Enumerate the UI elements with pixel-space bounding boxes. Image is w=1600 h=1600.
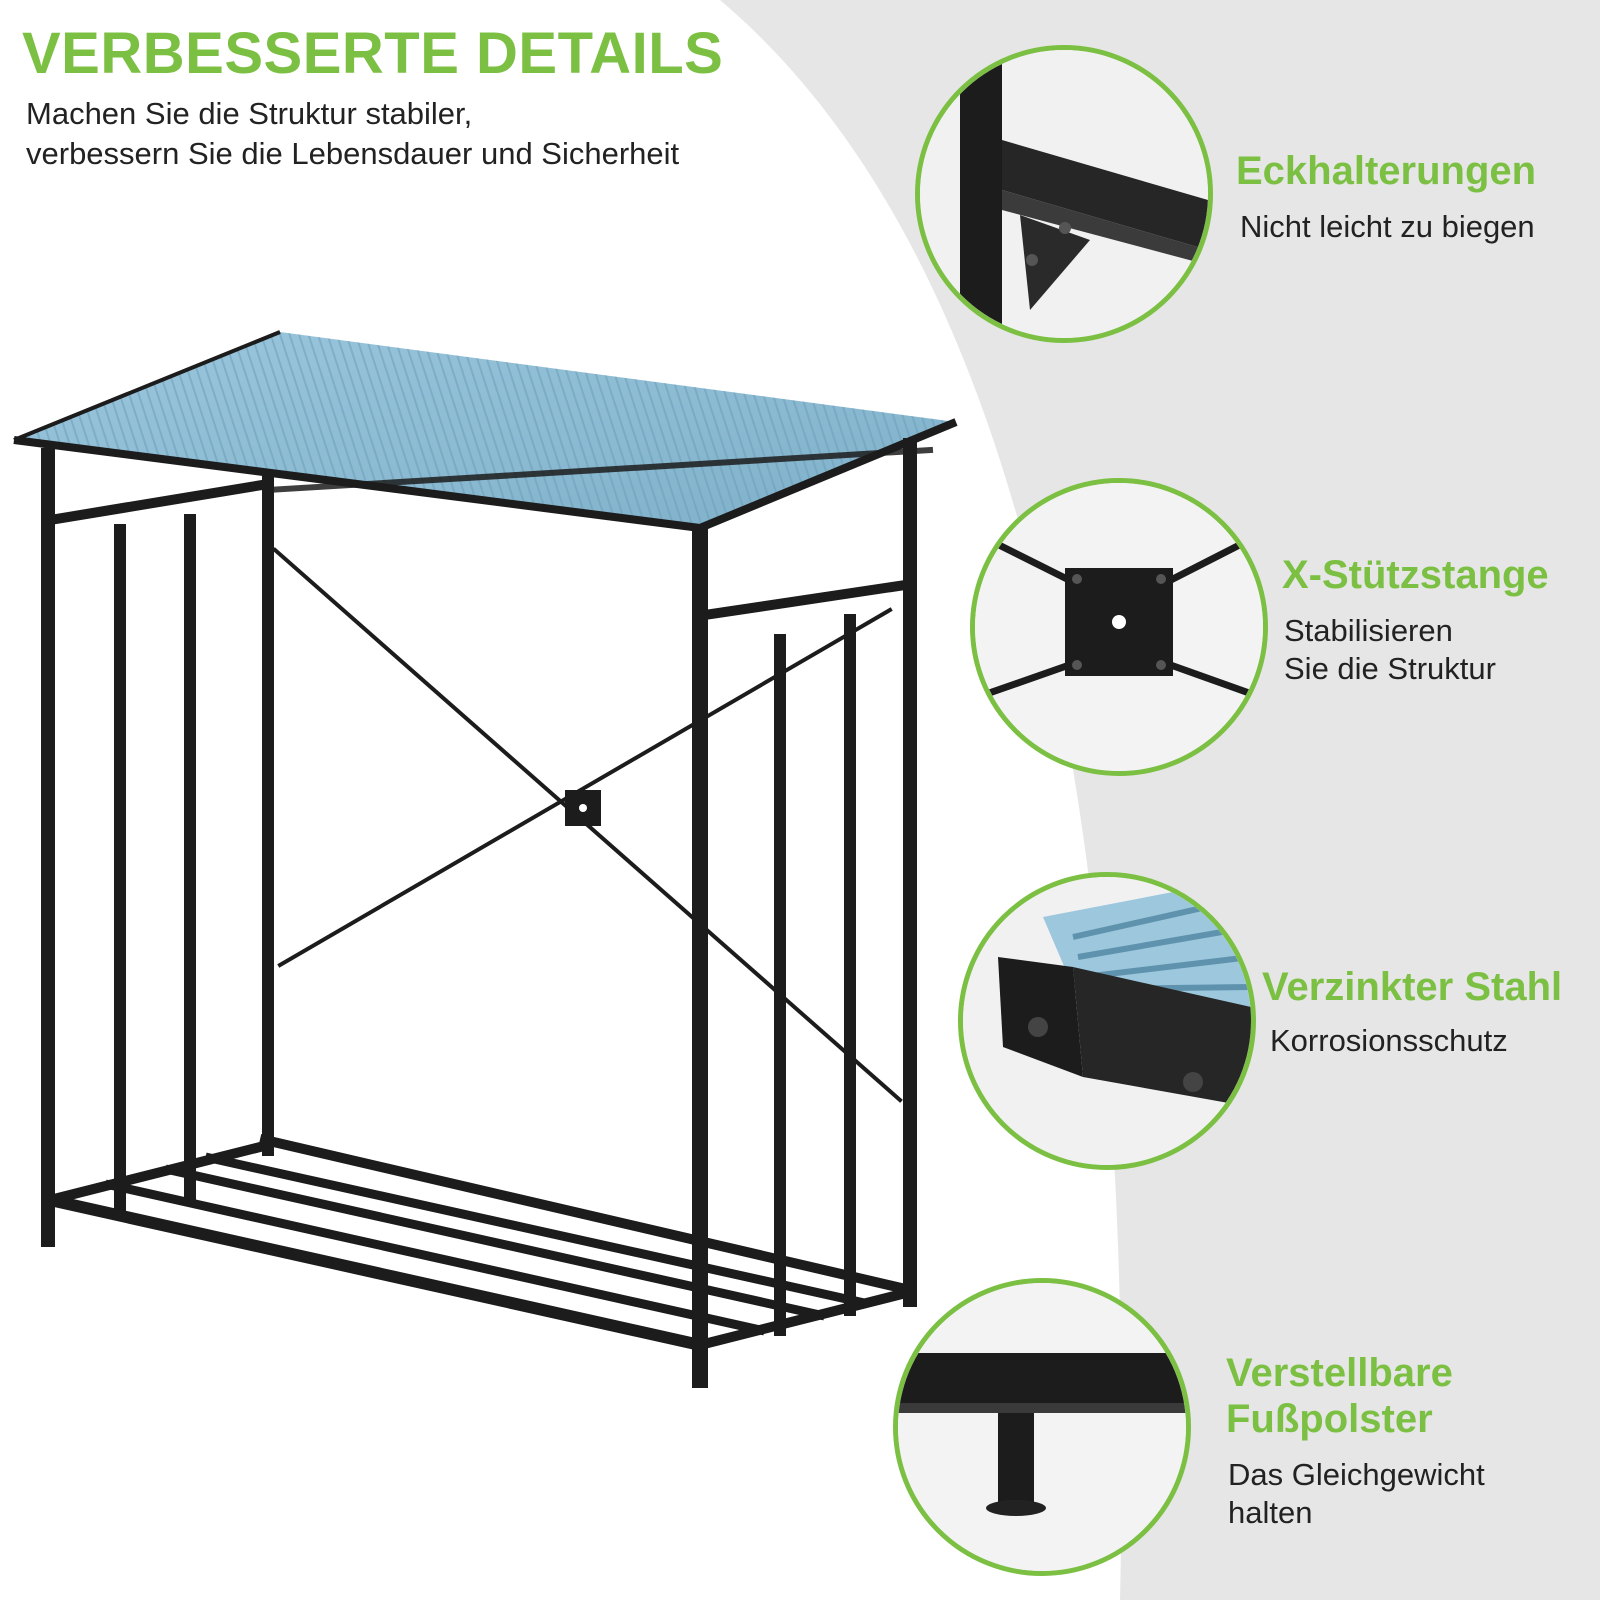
- feature-desc-galvanized-steel: Korrosionsschutz: [1270, 1023, 1508, 1058]
- feature-desc-corner-brackets: Nicht leicht zu biegen: [1240, 209, 1535, 244]
- galvanized-roof-closeup-icon: [958, 872, 1256, 1170]
- feature-title-corner-brackets: Eckhalterungen: [1236, 149, 1537, 193]
- feature-title-galvanized-steel: Verzinkter Stahl: [1262, 965, 1563, 1009]
- feature-desc-adjustable-feet: Das Gleichgewicht halten: [1228, 1457, 1485, 1530]
- subtitle-line-1: Machen Sie die Struktur stabiler,: [26, 96, 473, 131]
- x-brace-plate-closeup-icon: [970, 478, 1268, 776]
- page-title: VERBESSERTE DETAILS: [22, 21, 724, 86]
- feature-title-adjustable-feet: Verstellbare Fußpolster: [1226, 1351, 1453, 1441]
- feature-title-x-brace: X-Stützstange: [1282, 553, 1549, 597]
- feature-desc-x-brace: Stabilisieren Sie die Struktur: [1284, 613, 1496, 686]
- roof-panel: [13, 330, 958, 533]
- subtitle-line-2: verbessern Sie die Lebensdauer und Siche…: [26, 136, 680, 171]
- adjustable-foot-closeup-icon: [893, 1278, 1191, 1576]
- log-rack-illustration: [13, 330, 958, 1388]
- corner-bracket-closeup-icon: [915, 45, 1213, 343]
- page-subtitle: Machen Sie die Struktur stabiler, verbes…: [26, 94, 679, 174]
